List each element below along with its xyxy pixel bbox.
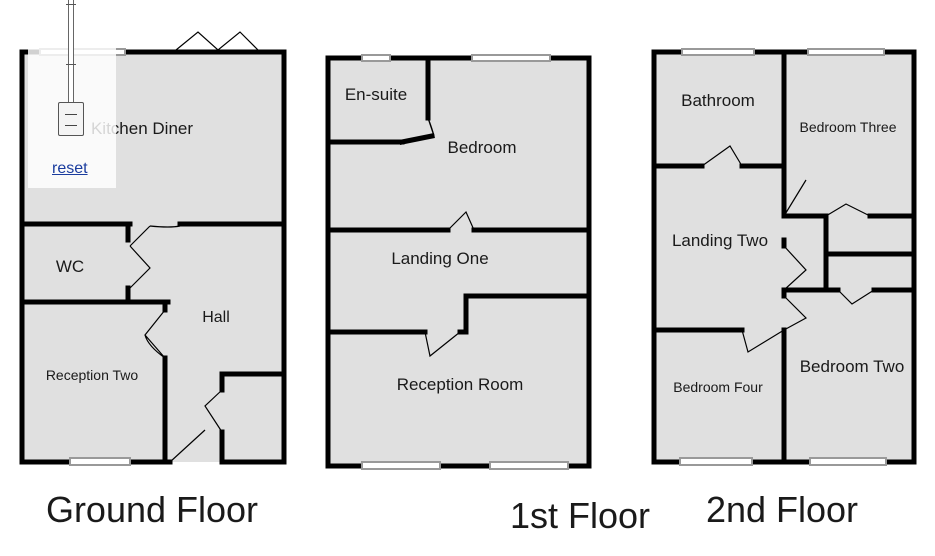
reset-link[interactable]: reset bbox=[52, 160, 88, 177]
room-landing-two: Landing Two bbox=[672, 231, 768, 250]
first-floor-title: 1st Floor bbox=[510, 495, 650, 536]
ground-floor-title: Ground Floor bbox=[46, 489, 258, 530]
room-bedroom-two: Bedroom Two bbox=[800, 357, 905, 376]
zoom-slider-handle[interactable] bbox=[58, 102, 84, 136]
zoom-control-panel: reset bbox=[28, 0, 116, 188]
zoom-slider-track[interactable] bbox=[68, 0, 74, 102]
room-wc: WC bbox=[56, 257, 84, 276]
first-outer-wall bbox=[325, 55, 592, 469]
second-floor-plan: Bathroom Bedroom Three Landing Two Bedro… bbox=[651, 48, 917, 530]
room-landing-one: Landing One bbox=[391, 249, 488, 268]
zoom-tick bbox=[66, 64, 76, 65]
room-reception-two: Reception Two bbox=[46, 367, 139, 383]
room-kitchen-diner: Kitchen Diner bbox=[91, 119, 193, 138]
room-bedroom-three: Bedroom Three bbox=[799, 119, 896, 135]
room-en-suite: En-suite bbox=[345, 85, 407, 104]
first-floor-area bbox=[328, 58, 589, 466]
room-reception-room: Reception Room bbox=[397, 375, 524, 394]
second-floor-title: 2nd Floor bbox=[706, 489, 858, 530]
first-floor-plan: En-suite Bedroom Landing One Reception R… bbox=[325, 54, 650, 536]
room-bedroom-four: Bedroom Four bbox=[673, 379, 763, 395]
room-bathroom: Bathroom bbox=[681, 91, 755, 110]
zoom-tick bbox=[66, 4, 76, 5]
ground-outer-wall bbox=[19, 49, 287, 465]
room-bedroom: Bedroom bbox=[448, 138, 517, 157]
room-hall: Hall bbox=[202, 309, 230, 326]
